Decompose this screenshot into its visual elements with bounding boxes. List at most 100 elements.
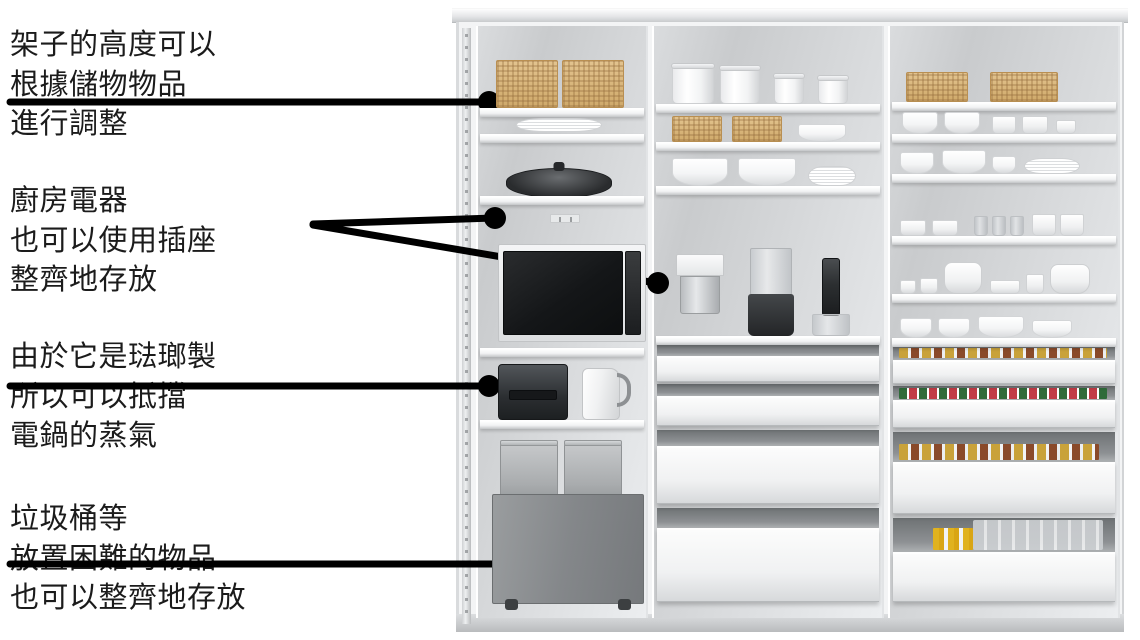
canned-goods-drawer[interactable] <box>893 360 1115 384</box>
callout-text-appliances-outlet: 廚房電器 也可以使用插座 整齊地存放 <box>10 185 217 297</box>
shelf-board <box>480 134 644 143</box>
cup-and-saucer <box>990 280 1020 294</box>
pullout-drawer[interactable] <box>657 396 879 426</box>
drinking-glass <box>1010 216 1024 236</box>
storage-basket <box>496 60 558 108</box>
shelf-board <box>892 174 1116 183</box>
shelf-board <box>892 338 1116 347</box>
callout-text-shelf-height: 架子的高度可以 根據儲物物品 進行調整 <box>10 29 217 141</box>
microwave-oven <box>498 244 646 342</box>
coffee-maker-carafe <box>680 276 720 314</box>
power-outlet <box>550 214 580 223</box>
drinking-glass <box>974 216 988 236</box>
sugar-bowl <box>900 280 916 294</box>
oil-bottles-row <box>933 528 973 550</box>
callout-text-enamel-steam: 由於它是琺瑯製 所以可以抵擋 電鍋的蒸氣 <box>10 341 217 453</box>
mug <box>1026 274 1044 294</box>
pantry-cabinet-photo <box>440 0 1140 640</box>
rice-cooker <box>498 364 568 420</box>
ceramic-canister <box>817 75 849 104</box>
cabinet-left-column <box>476 26 648 618</box>
serving-bowl <box>944 112 980 134</box>
shelf-board <box>480 196 644 205</box>
beverage-cans-drawer[interactable] <box>893 400 1115 428</box>
pullout-drawer[interactable] <box>657 446 879 504</box>
kettle-handle <box>617 373 631 407</box>
microwave-control-panel <box>625 251 641 335</box>
teapot <box>944 262 982 294</box>
callout-text-trash-bins: 垃圾桶等 放置困難的物品 也可以整齊地存放 <box>10 503 247 615</box>
canister-lid <box>817 75 849 81</box>
electric-hotplate <box>506 162 612 198</box>
cabinet-right-column <box>888 26 1120 618</box>
rice-cooker-panel <box>509 389 557 400</box>
blender-base <box>748 294 794 336</box>
mixing-bowl <box>1032 320 1072 338</box>
electric-kettle <box>582 368 631 420</box>
mixing-bowl <box>900 318 932 338</box>
serving-bowl <box>798 124 846 142</box>
trash-bin-lid <box>500 440 558 446</box>
shelf-board <box>480 420 644 429</box>
coffee-maker-top <box>676 254 724 276</box>
shelf-board <box>892 236 1116 245</box>
drawer-contents-gap <box>893 346 1115 360</box>
beverage-cans-row <box>899 388 1107 399</box>
trash-bin <box>500 440 558 502</box>
teapot <box>1050 264 1090 294</box>
canister-lid <box>719 65 761 71</box>
cup <box>1056 120 1076 134</box>
ceramic-canister <box>773 73 805 104</box>
cup <box>1060 214 1084 236</box>
drinking-glass <box>992 216 1006 236</box>
jars-drawer[interactable] <box>893 462 1115 514</box>
bowl-stack <box>808 166 856 186</box>
drawer-contents-gap <box>657 430 879 446</box>
mixing-bowl <box>672 158 728 186</box>
cup-and-saucer <box>900 220 926 236</box>
drawer-contents-gap <box>657 508 879 528</box>
shelf-board <box>480 348 644 357</box>
shelf-board <box>656 104 880 113</box>
ceramic-canister <box>671 63 715 104</box>
caster-wheel <box>505 599 518 610</box>
storage-basket <box>562 60 624 108</box>
drawer-contents-gap <box>893 386 1115 400</box>
serving-bowl <box>902 112 938 134</box>
wicker-basket <box>990 72 1058 102</box>
ceramic-canister <box>719 65 761 104</box>
jars-row <box>899 444 1099 460</box>
pullout-drawer[interactable] <box>657 356 879 382</box>
creamer <box>920 278 938 294</box>
blender-jar <box>750 248 792 296</box>
microwave-door <box>503 251 623 335</box>
plate-stack <box>516 118 602 132</box>
trash-bin <box>564 440 622 502</box>
shelf-board <box>892 294 1116 303</box>
canister-lid <box>671 63 715 69</box>
hand-mixer <box>822 258 840 316</box>
cup-and-saucer <box>932 220 958 236</box>
adjustable-shelf-rail <box>462 28 471 624</box>
hotplate-knob <box>553 162 565 171</box>
caster-wheel <box>618 599 631 610</box>
wicker-basket <box>672 116 722 142</box>
shelf-board <box>656 186 880 195</box>
shelf-board <box>892 134 1116 143</box>
cup <box>1032 214 1056 236</box>
shelf-board <box>656 142 880 151</box>
drawer-contents-gap <box>657 344 879 356</box>
drawer-contents-gap <box>893 432 1115 462</box>
trash-bin-lid <box>564 440 622 446</box>
cup <box>1022 116 1048 134</box>
rolling-front-panel[interactable] <box>492 494 644 610</box>
pullout-drawer[interactable] <box>657 528 879 602</box>
drawer-contents-gap <box>657 384 879 396</box>
bottles-drawer[interactable] <box>893 552 1115 602</box>
wicker-basket <box>732 116 782 142</box>
wicker-basket <box>906 72 968 102</box>
mixing-bowl <box>738 158 796 186</box>
mixing-bowl <box>938 318 970 338</box>
shelf-board <box>656 336 880 345</box>
